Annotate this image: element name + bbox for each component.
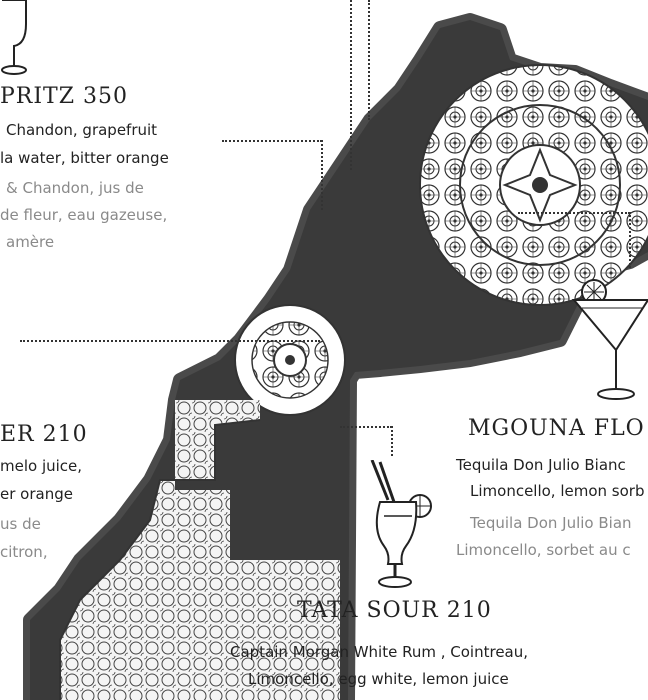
mandala-middle	[234, 304, 346, 416]
drink-en-line: Chandon, grapefruit	[6, 121, 158, 139]
drink-fr-line: amère	[6, 233, 55, 251]
drink-title-left-mid: ER 210	[0, 422, 88, 447]
drink-en-line: Limoncello, lemon sorb	[470, 482, 645, 500]
connector-top-1	[350, 0, 352, 170]
drink-en-line: la water, bitter orange	[0, 149, 169, 167]
hurricane-glass-icon	[370, 460, 432, 588]
connector-spritz-v	[321, 140, 323, 210]
wine-glass-icon	[1, 0, 27, 75]
drink-fr-line: Limoncello, sorbet au c	[456, 541, 631, 559]
connector-mgouna-v	[629, 212, 631, 268]
drink-title-tata-sour: TATA SOUR 210	[297, 598, 492, 623]
connector-mgouna	[518, 212, 630, 214]
drink-fr-line: de fleur, eau gazeuse,	[0, 206, 168, 224]
connector-spritz	[222, 140, 322, 142]
drink-en-line: Limoncello, egg white, lemon juice	[248, 670, 509, 688]
drink-title-spritz: PRITZ 350	[0, 84, 129, 109]
drink-en-line: melo juice,	[0, 457, 83, 475]
connector-top-2	[368, 0, 370, 120]
martini-glass-icon	[571, 279, 648, 400]
drink-en-line: Captain Morgan White Rum , Cointreau,	[230, 643, 529, 661]
map-south-pattern	[60, 400, 340, 700]
drink-title-mgouna: MGOUNA FLO	[468, 416, 645, 441]
connector-tata-v	[391, 426, 393, 456]
drink-en-line: er orange	[0, 485, 73, 503]
connector-left-mid	[20, 340, 320, 342]
drink-fr-line: us de	[0, 515, 41, 533]
drink-fr-line: Tequila Don Julio Bian	[470, 514, 632, 532]
connector-tata	[340, 426, 392, 428]
drink-fr-line: & Chandon, jus de	[6, 179, 144, 197]
drink-fr-line: citron,	[0, 543, 48, 561]
drink-en-line: Tequila Don Julio Bianc	[456, 456, 626, 474]
mandala-north	[419, 64, 648, 306]
